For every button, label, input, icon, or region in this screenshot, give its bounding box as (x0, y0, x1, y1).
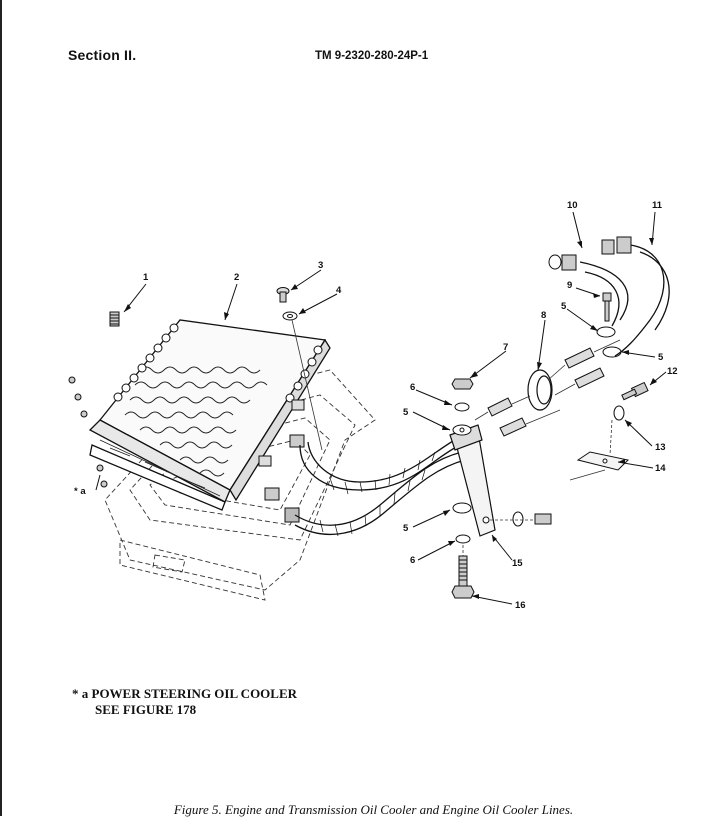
figure-caption: Figure 5. Engine and Transmission Oil Co… (173, 802, 574, 817)
callout-a: * a (74, 486, 86, 497)
callout-14: 14 (655, 463, 666, 474)
hose-sleeves (487, 347, 605, 437)
hose-wraps (319, 451, 436, 537)
nut-item-7 (451, 378, 474, 390)
callout-16: 16 (515, 600, 526, 611)
callout-6: 6 (410, 382, 415, 393)
cooler-fins (124, 366, 268, 477)
bracket-hole (482, 516, 490, 524)
assembly-line (291, 319, 323, 451)
callout-11: 11 (652, 200, 663, 211)
screw-item-12 (621, 381, 649, 401)
clamp-item-5-upper (452, 424, 472, 436)
plate-item-14 (576, 451, 630, 471)
callout-7: 7 (503, 342, 508, 353)
figure-note: * a POWER STEERING OIL COOLER SEE FIGURE… (72, 686, 297, 718)
upper-fittings (548, 236, 632, 271)
assembly-line-plate (609, 419, 613, 456)
washer-item-6-lower (455, 534, 471, 544)
callout-4: 4 (336, 285, 342, 296)
bolt-item-9 (602, 292, 612, 322)
bracket-item-15 (449, 424, 496, 537)
screw-item-3 (276, 287, 290, 303)
callout-10: 10 (567, 200, 578, 211)
note-line-1: * a POWER STEERING OIL COOLER (72, 686, 298, 701)
sleeve-centerlines (474, 339, 621, 425)
cooler-hoses (294, 437, 466, 535)
callout-1: 1 (143, 272, 149, 283)
cooler-front-detail (99, 439, 221, 497)
callout-5: 5 (561, 301, 567, 312)
callout-5c: 5 (403, 407, 409, 418)
callout-5d: 5 (403, 523, 409, 534)
callout-8: 8 (541, 310, 546, 321)
callout-2: 2 (234, 272, 239, 283)
grommet-item-8 (527, 369, 553, 411)
lock-hardware-right (512, 511, 552, 527)
callout-5b: 5 (658, 352, 664, 363)
screw-item-1 (109, 311, 120, 327)
callout-13: 13 (655, 442, 666, 453)
upper-hoses (579, 244, 670, 357)
tm-number: TM 9-2320-280-24P-1 (315, 50, 429, 62)
callout-12: 12 (667, 366, 678, 377)
plate-edge-line (569, 469, 606, 481)
leader-arrowheads (124, 238, 657, 599)
washer-item-6-upper (454, 402, 470, 412)
washer-item-13 (613, 405, 625, 421)
note-line-2: SEE FIGURE 178 (95, 702, 197, 717)
callout-6b: 6 (410, 555, 415, 566)
clamp-item-5-lower (452, 502, 472, 514)
washer-item-4 (282, 311, 298, 321)
bolt-item-16 (451, 555, 475, 599)
small-bolts-left (68, 376, 108, 488)
cooler-end-coils (113, 323, 323, 403)
callout-3: 3 (318, 260, 323, 271)
callout-15: 15 (512, 558, 523, 569)
fittings (258, 399, 305, 523)
upper-clamps (596, 326, 622, 358)
section-label: Section II. (68, 47, 137, 63)
callout-9: 9 (567, 280, 572, 291)
page-border (0, 0, 2, 816)
oil-cooler (88, 319, 331, 511)
